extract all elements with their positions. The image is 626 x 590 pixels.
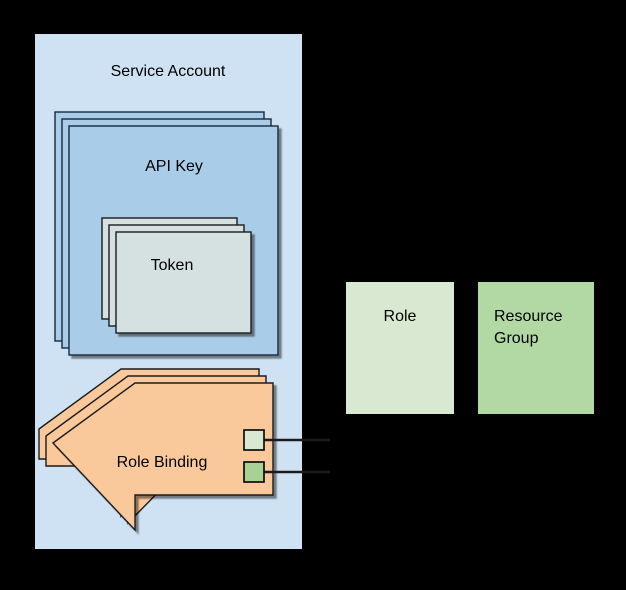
role-binding-label: Role Binding: [117, 454, 208, 471]
resource-group-box[interactable]: Resource Group: [478, 282, 594, 414]
role-binding-layer-front: [51, 382, 274, 532]
resource-group-box-label-line2: Group: [494, 330, 539, 347]
role-box-label: Role: [384, 308, 417, 325]
resource-group-box-rect: [478, 282, 594, 414]
token-stack[interactable]: Token: [101, 217, 252, 334]
resource-group-box-label-line1: Resource: [494, 308, 563, 325]
resource-group-port-square[interactable]: [243, 461, 265, 483]
role-connector[interactable]: [243, 429, 330, 451]
role-box[interactable]: Role: [346, 282, 454, 414]
role-box-rect: [346, 282, 454, 414]
api-key-label: API Key: [145, 158, 203, 175]
token-label: Token: [151, 257, 194, 274]
role-binding-stack[interactable]: Role Binding: [38, 368, 274, 532]
resource-group-connector[interactable]: [243, 461, 330, 483]
role-port-square[interactable]: [243, 429, 265, 451]
service-account-label: Service Account: [111, 63, 226, 80]
token-layer-front: [115, 231, 252, 334]
